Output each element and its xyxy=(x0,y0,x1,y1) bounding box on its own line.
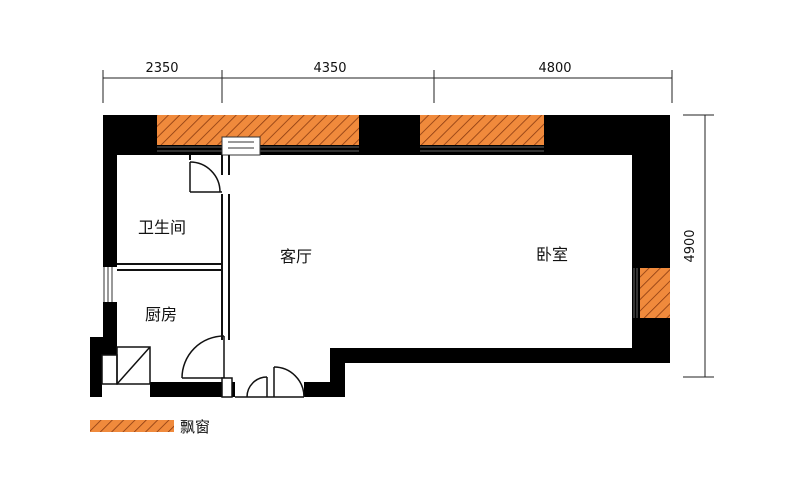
top-dimension-line xyxy=(102,70,673,103)
dim-top-3: 4800 xyxy=(538,61,571,76)
legend-bay-window-swatch xyxy=(90,420,174,432)
entrance-door xyxy=(235,366,305,398)
legend-bay-window-label: 飘窗 xyxy=(180,418,210,436)
room-label-living: 客厅 xyxy=(280,247,312,266)
room-label-kitchen: 厨房 xyxy=(145,305,177,324)
room-label-bedroom: 卧室 xyxy=(536,245,568,264)
dim-top-2: 4350 xyxy=(313,61,346,76)
top-window-opening xyxy=(221,136,261,156)
walls xyxy=(90,115,670,397)
room-label-bathroom: 卫生间 xyxy=(138,218,186,237)
bathroom-door xyxy=(189,161,222,193)
dim-right: 4900 xyxy=(683,229,698,262)
left-wall-window xyxy=(103,267,113,302)
bay-window-top-right xyxy=(420,115,544,145)
dim-top-1: 2350 xyxy=(145,61,178,76)
interior-partitions xyxy=(117,155,230,340)
bay-window-right xyxy=(640,268,670,318)
kitchen-door xyxy=(181,335,225,379)
utility-shaft xyxy=(101,346,151,385)
right-dimension-line xyxy=(683,114,714,378)
